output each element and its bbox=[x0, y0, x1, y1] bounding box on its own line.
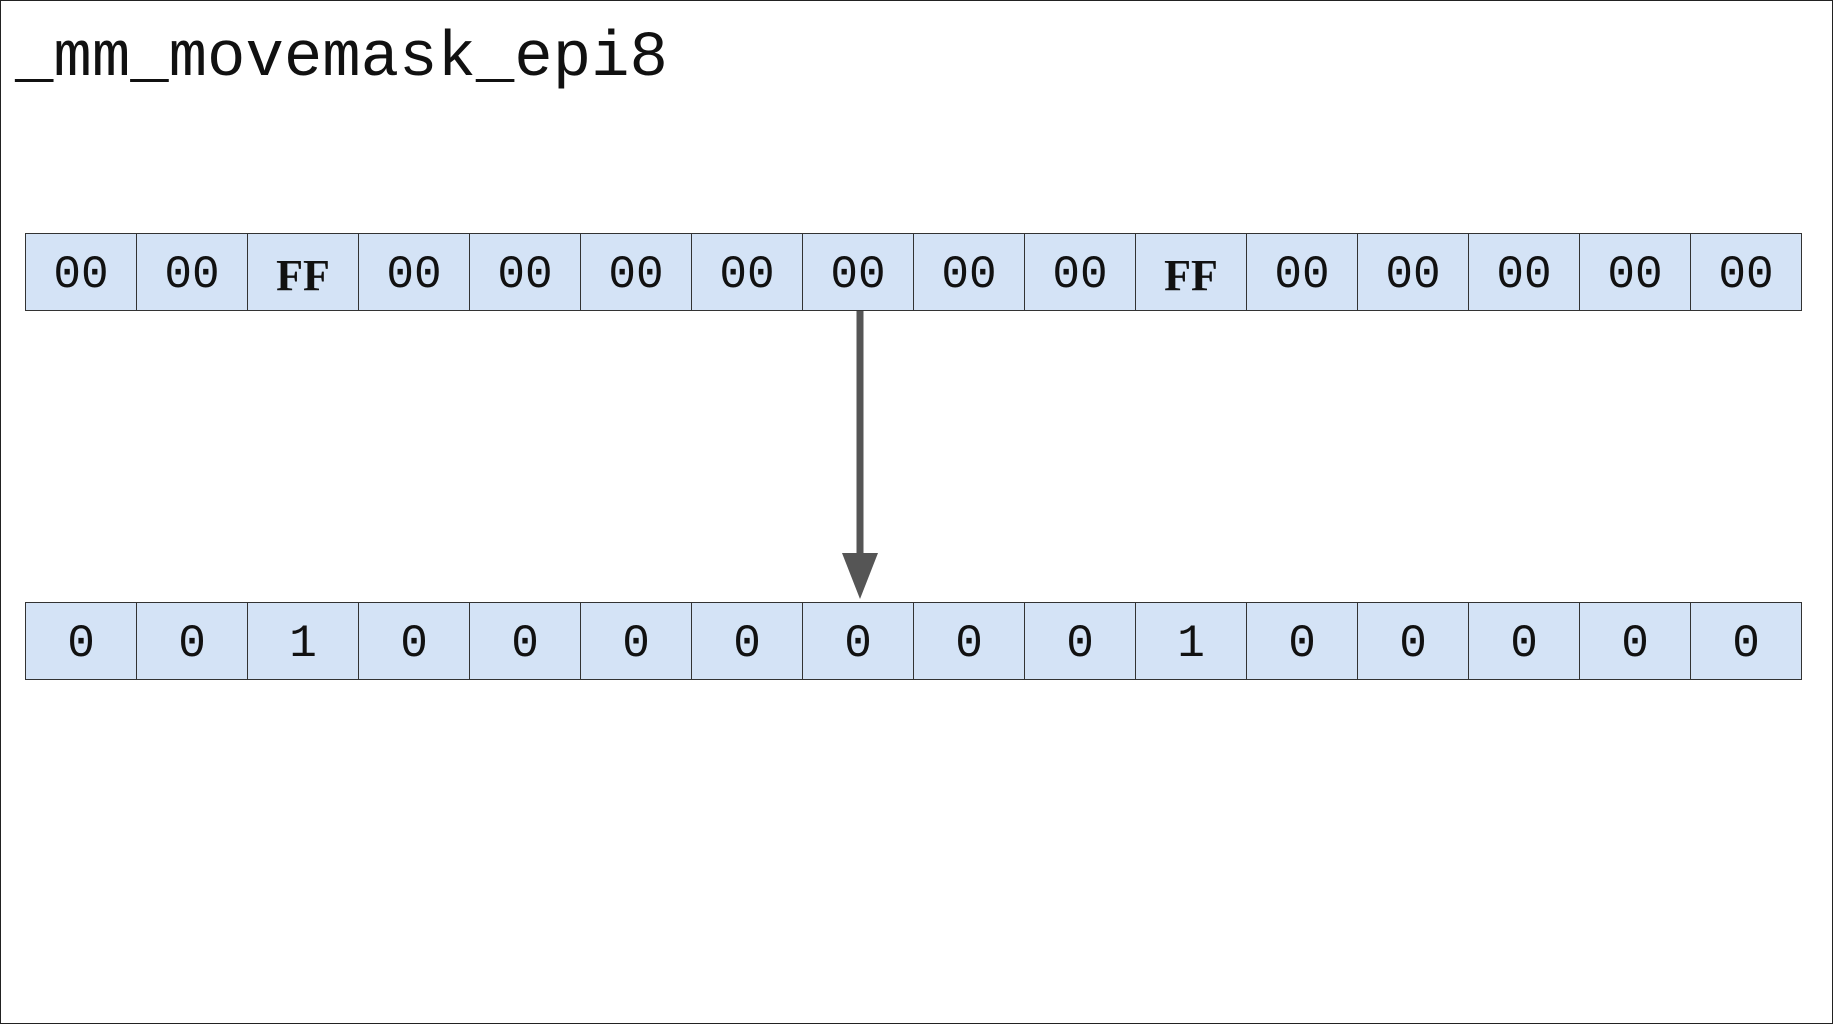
input-byte-cell: 00 bbox=[1358, 234, 1469, 310]
input-byte-cell: 00 bbox=[1247, 234, 1358, 310]
input-byte-cell: 00 bbox=[137, 234, 248, 310]
output-bit-cell: 0 bbox=[1025, 603, 1136, 679]
slide-title: _mm_movemask_epi8 bbox=[15, 23, 668, 95]
output-bit-cell: 0 bbox=[359, 603, 470, 679]
input-byte-cell: 00 bbox=[1025, 234, 1136, 310]
output-bit-cell: 0 bbox=[26, 603, 137, 679]
input-byte-cell: 00 bbox=[26, 234, 137, 310]
input-byte-cell: FF bbox=[1136, 234, 1247, 310]
output-bit-cell: 0 bbox=[1358, 603, 1469, 679]
input-byte-cell: 00 bbox=[803, 234, 914, 310]
input-byte-cell: 00 bbox=[692, 234, 803, 310]
output-bit-cell: 0 bbox=[914, 603, 1025, 679]
output-bit-cell: 0 bbox=[1691, 603, 1802, 679]
output-bit-cell: 0 bbox=[1580, 603, 1691, 679]
output-bit-cell: 0 bbox=[581, 603, 692, 679]
output-bit-cell: 1 bbox=[1136, 603, 1247, 679]
output-bit-cell: 0 bbox=[137, 603, 248, 679]
input-byte-cell: 00 bbox=[359, 234, 470, 310]
input-byte-cell: 00 bbox=[1691, 234, 1802, 310]
input-byte-cell: 00 bbox=[1580, 234, 1691, 310]
output-bit-cell: 0 bbox=[1247, 603, 1358, 679]
output-bit-cell: 0 bbox=[1469, 603, 1580, 679]
output-bit-cell: 0 bbox=[692, 603, 803, 679]
output-bit-cell: 0 bbox=[470, 603, 581, 679]
output-bit-cell: 0 bbox=[803, 603, 914, 679]
input-byte-cell: 00 bbox=[470, 234, 581, 310]
input-byte-cell: FF bbox=[248, 234, 359, 310]
input-byte-cell: 00 bbox=[914, 234, 1025, 310]
input-byte-cell: 00 bbox=[1469, 234, 1580, 310]
input-byte-cell: 00 bbox=[581, 234, 692, 310]
arrow-head bbox=[842, 553, 878, 599]
output-bit-cell: 1 bbox=[248, 603, 359, 679]
